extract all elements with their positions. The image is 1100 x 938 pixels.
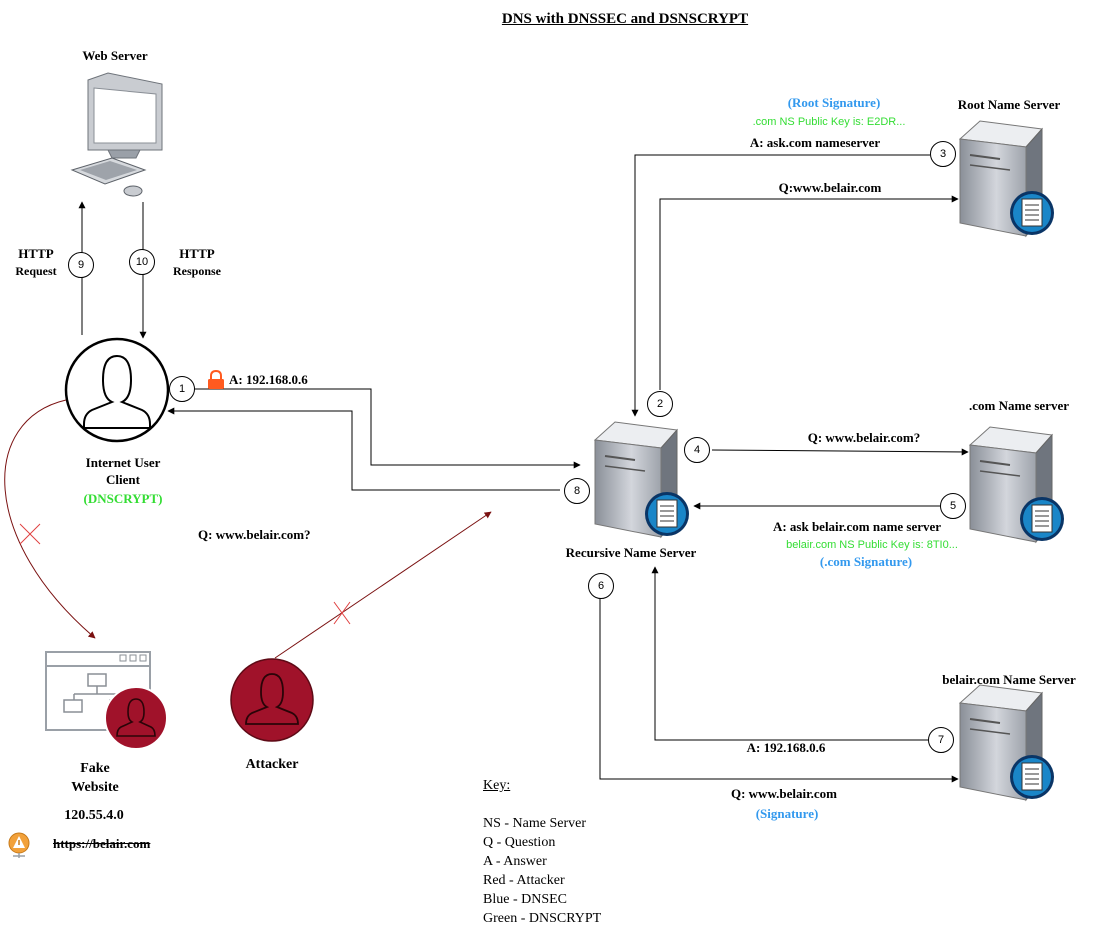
fake-website-url: https://belair.com: [53, 836, 151, 851]
client-question-label: Q: www.belair.com?: [198, 527, 311, 542]
root-answer-arrow: [631, 154, 930, 417]
blocked-mark: [333, 601, 351, 625]
attacker-label: Attacker: [245, 757, 299, 772]
recursive-server-icon: [594, 421, 690, 538]
key-item: A - Answer: [483, 854, 547, 869]
user-icon: [64, 337, 170, 443]
warning-icon: [8, 832, 30, 858]
root-query-arrow: [659, 195, 959, 390]
com-question-label: Q: www.belair.com?: [807, 430, 921, 445]
root-signature-label: (Root Signature): [787, 95, 881, 110]
belair-question-label: Q: www.belair.com: [730, 786, 838, 801]
page-title: DNS with DNSSEC and DSNSCRYPT: [501, 11, 749, 27]
redirect-attack-arrow: [4, 399, 96, 639]
root-ns-label: Root Name Server: [957, 97, 1061, 112]
lock-icon: [208, 369, 224, 389]
attacker-icon: [230, 658, 314, 742]
step-badge-2: 2: [647, 391, 673, 417]
step-badge-8: 8: [564, 478, 590, 504]
fake-website-label-line2: Website: [71, 780, 119, 795]
root-question-label: Q:www.belair.com: [778, 180, 882, 195]
http-response-label-2: Response: [172, 264, 222, 278]
com-signature-label: (.com Signature): [819, 554, 913, 569]
belair-server-icon: [959, 684, 1055, 801]
root-server-icon: [959, 120, 1055, 237]
com-ns-label: .com Name server: [969, 398, 1069, 413]
com-query-arrow: [711, 448, 969, 456]
fake-website-ip: 120.55.4.0: [64, 808, 124, 823]
http-request-label-2: Request: [15, 264, 57, 278]
client-answer-arrow: [167, 407, 560, 491]
key-item: Red - Attacker: [483, 873, 565, 888]
client-label-line2: Client: [106, 472, 140, 487]
fake-website-icon: [45, 651, 168, 750]
root-answer-label: A: ask.com nameserver: [749, 135, 881, 150]
client-query-arrow: [194, 388, 581, 469]
step-badge-7: 7: [928, 727, 954, 753]
com-answer-label: A: ask belair.com name server: [772, 519, 942, 534]
step-badge-6: 6: [588, 573, 614, 599]
step-badge-1: 1: [169, 376, 195, 402]
key-item: NS - Name Server: [483, 816, 587, 831]
key-item: Green - DNSCRYPT: [483, 911, 602, 926]
step-badge-9: 9: [68, 252, 94, 278]
step-badge-10: 10: [129, 249, 155, 275]
recursive-ns-label: Recursive Name Server: [565, 545, 697, 560]
http-response-label-1: HTTP: [179, 246, 215, 261]
com-server-icon: [969, 426, 1065, 543]
step-badge-4: 4: [684, 437, 710, 463]
http-request-label-1: HTTP: [18, 246, 54, 261]
belair-ns-label: belair.com Name Server: [942, 672, 1076, 687]
belair-answer-arrow: [651, 566, 928, 741]
client-dnscrypt-tag: (DNSCRYPT): [83, 491, 163, 506]
key-item: Q - Question: [483, 835, 556, 850]
step-badge-3: 3: [930, 141, 956, 167]
client-label-line1: Internet User: [85, 455, 161, 470]
key-item: Blue - DNSEC: [483, 892, 567, 907]
com-key-label: belair.com NS Public Key is: 8TI0...: [786, 539, 958, 551]
belair-query-arrow: [599, 597, 959, 783]
fake-website-label-line1: Fake: [80, 761, 110, 776]
belair-signature-label: (Signature): [755, 806, 819, 821]
belair-answer-label: A: 192.168.0.6: [746, 740, 826, 755]
step-badge-5: 5: [940, 493, 966, 519]
web-server-label: Web Server: [82, 48, 148, 63]
root-key-label: .com NS Public Key is: E2DR...: [752, 116, 906, 128]
blocked-mark: [19, 523, 41, 545]
spoof-attack-arrow: [274, 511, 492, 659]
client-answer-label: A: 192.168.0.6: [229, 372, 308, 387]
key-heading: Key:: [483, 778, 511, 793]
computer-icon: [70, 72, 163, 197]
